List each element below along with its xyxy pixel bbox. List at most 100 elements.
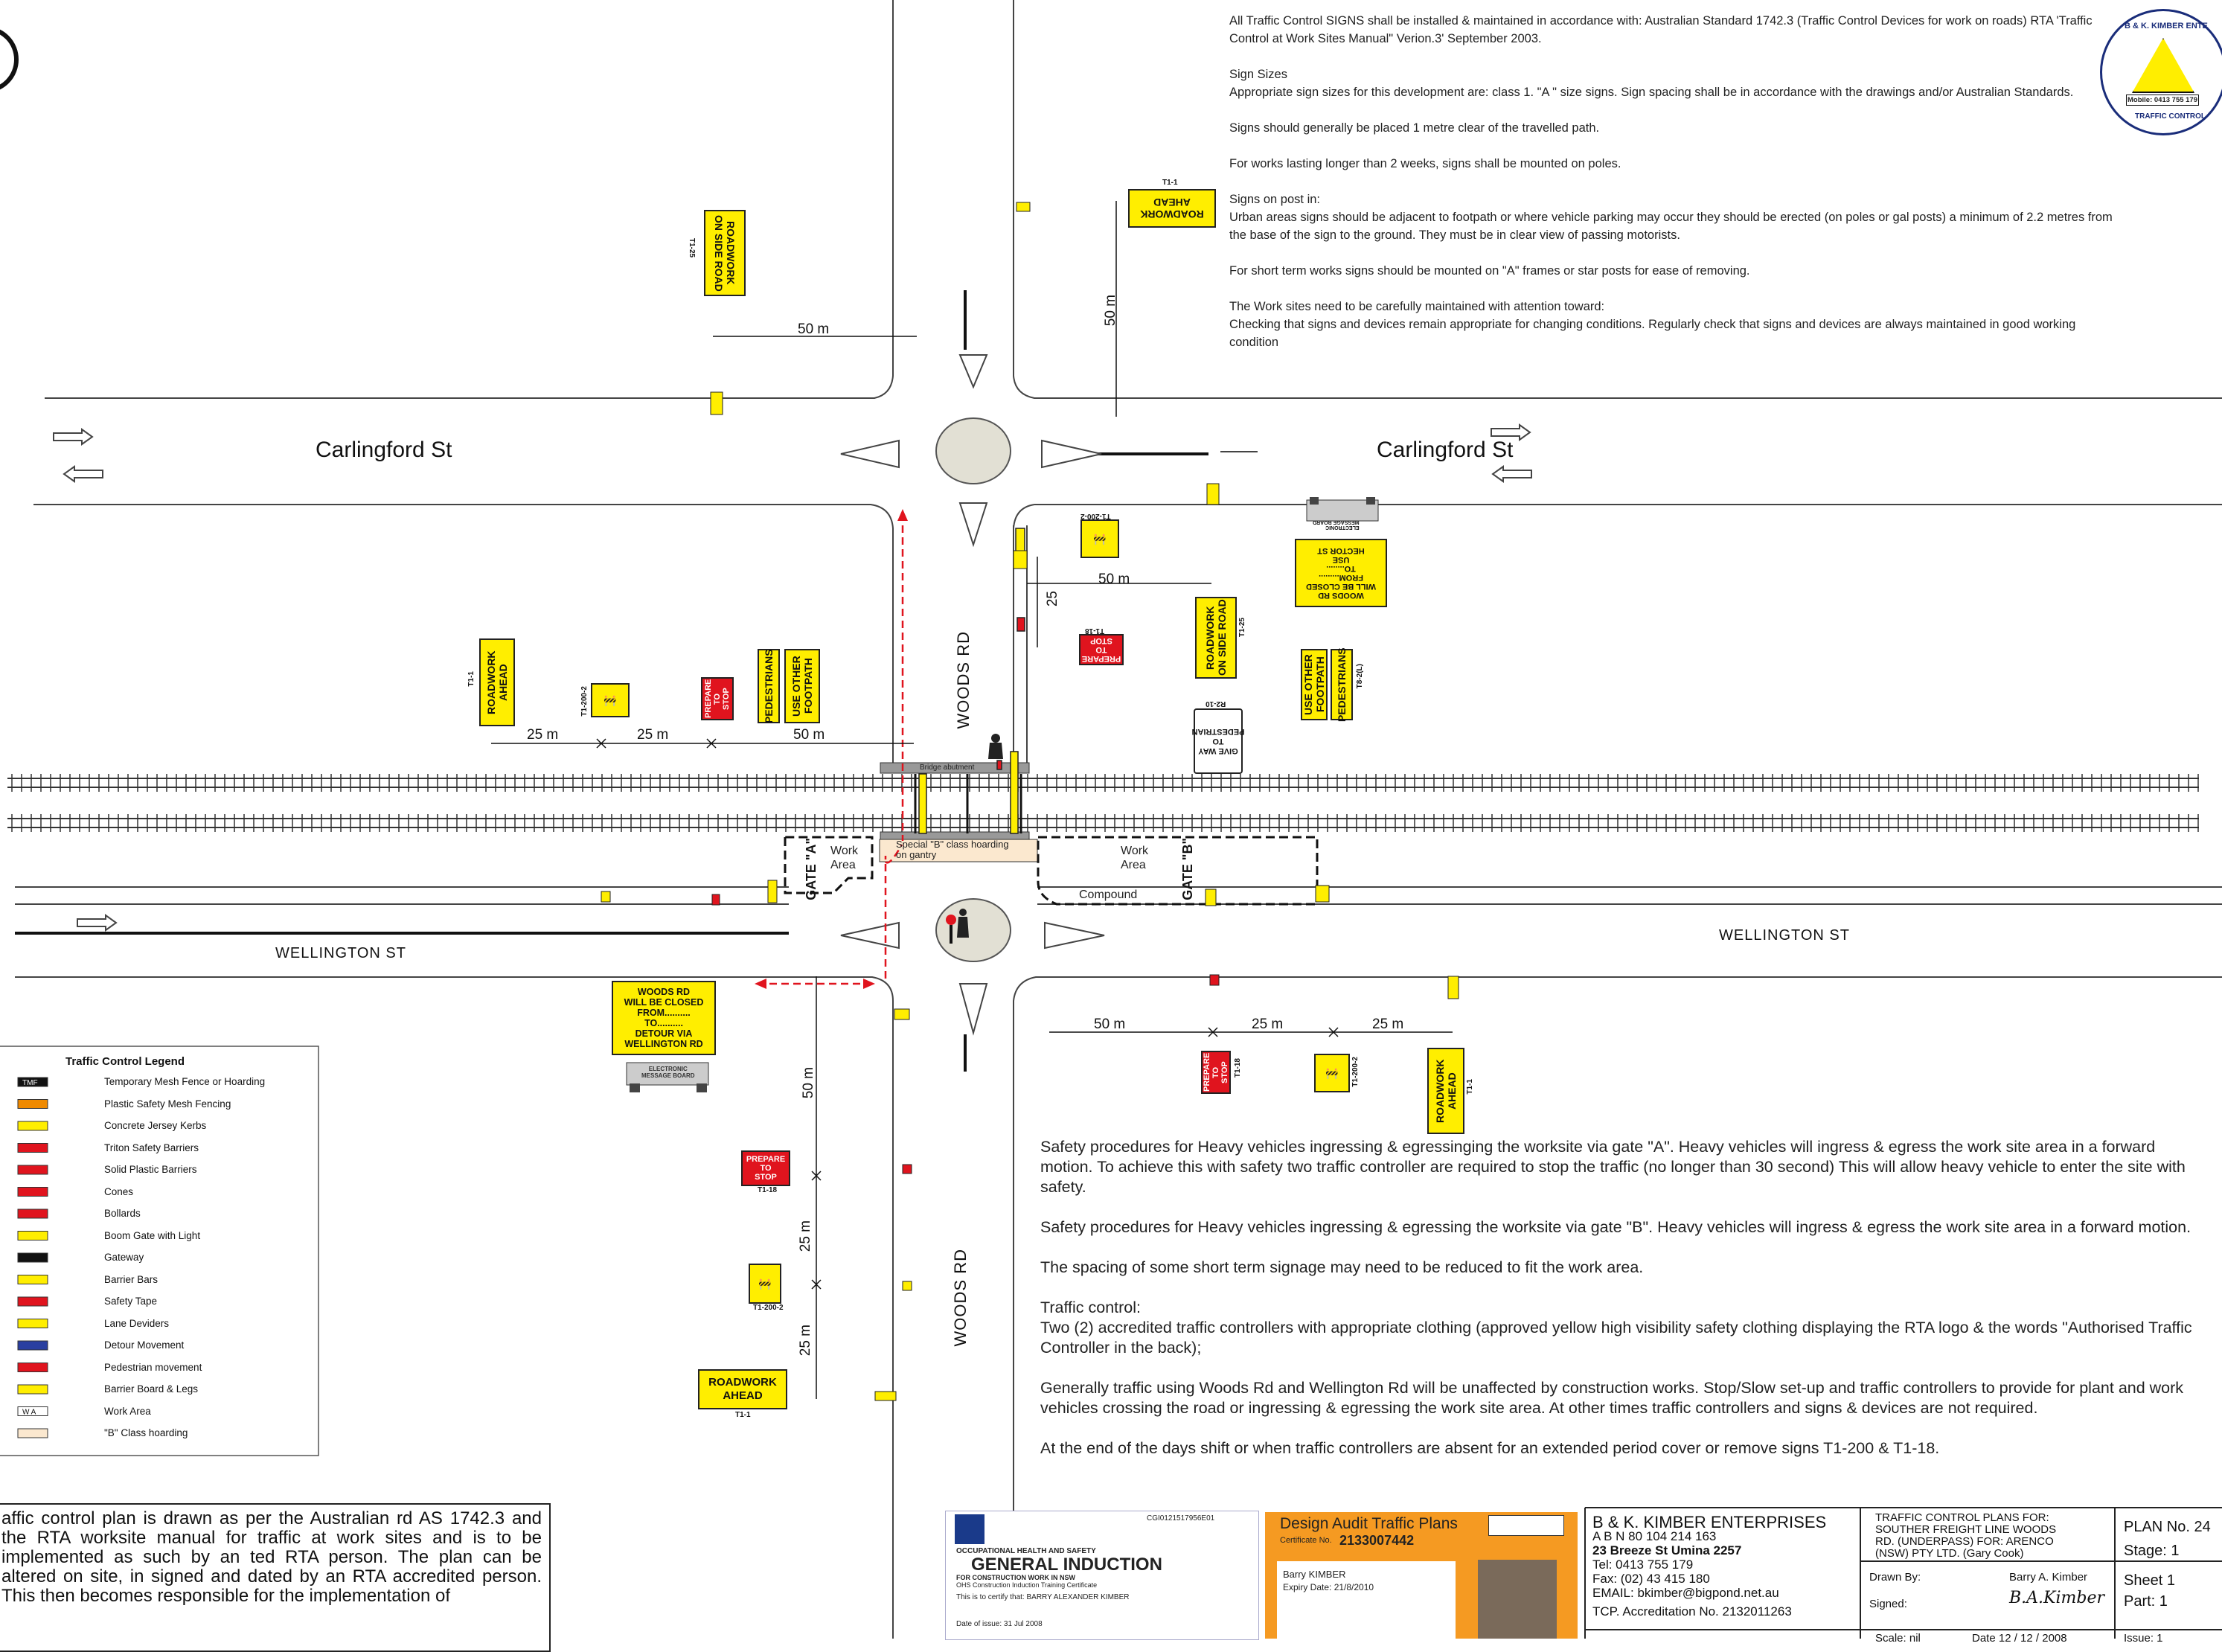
legend-item: Gateway — [104, 1252, 144, 1263]
sign-roadwork-ahead-top: ROADWORK AHEAD — [1128, 189, 1216, 228]
street-label-carlingford-left: Carlingford St — [316, 438, 452, 462]
legend-swatch — [17, 1187, 48, 1197]
procedure-gate-a: Safety procedures for Heavy vehicles ing… — [1040, 1138, 2186, 1196]
induction-certify: This is to certify that: BARRY ALEXANDER… — [956, 1593, 1130, 1601]
signed-label: Signed: — [1869, 1598, 1907, 1610]
signature-image: B.A.Kimber — [2009, 1589, 2104, 1607]
legend-title: Traffic Control Legend — [65, 1055, 185, 1068]
street-label-wellington-left: WELLINGTON ST — [275, 945, 406, 961]
induction-sub: FOR CONSTRUCTION WORK IN NSW — [956, 1574, 1075, 1581]
dim-25m-left-2: 25 m — [637, 727, 669, 743]
bridge-gantry — [879, 762, 1038, 862]
worker-icon: 🚧 — [603, 694, 617, 706]
sign-code-t1-18-lower: T1-18 — [758, 1186, 778, 1194]
street-label-woods-upper: WOODS RD — [954, 631, 973, 729]
induction-sub2: OHS Construction Induction Training Cert… — [956, 1581, 1098, 1589]
company-tcp: TCP. Accreditation No. 2132011263 — [1592, 1604, 1792, 1619]
railway-sleepers — [11, 774, 2199, 832]
sign-code-t1-200-left: T1-200-2 — [580, 686, 589, 717]
gate-a-label: GATE "A" — [804, 838, 819, 900]
sign-prepare-to-stop-mid: PREPARE TO STOP — [1079, 634, 1124, 665]
induction-title: GENERAL INDUCTION — [971, 1555, 1162, 1575]
company-name: B & K. KIMBER ENTERPRISES — [1592, 1513, 1827, 1531]
legend-swatch — [17, 1121, 48, 1131]
plan-issue: Issue: 1 — [2124, 1632, 2163, 1645]
sign-roadwork-ahead-lower: ROADWORK AHEAD — [698, 1369, 787, 1409]
legend-swatch — [17, 1077, 48, 1087]
rta-logo-icon — [1488, 1515, 1564, 1536]
legend-item: Work Area — [104, 1405, 151, 1417]
dim-50m-vertical-top: 50 m — [1103, 295, 1118, 327]
sign-prepare-to-stop-left: PREPARE TO STOP — [701, 677, 734, 720]
gates — [767, 880, 1330, 906]
sign-code-t1-25-top: T1-25 — [688, 238, 696, 258]
legend-item: Barrier Board & Legs — [104, 1383, 199, 1395]
plan-stage: Stage: 1 — [2124, 1543, 2180, 1559]
sign-pedestrians-right: PEDESTRIANS — [1331, 647, 1353, 722]
traffic-controller-figure — [946, 734, 1003, 944]
legend-swatch — [17, 1208, 48, 1219]
dimension-tick — [1328, 1027, 1339, 1037]
drawn-by-name: Barry A. Kimber — [2009, 1571, 2088, 1584]
north-arrow-circle — [0, 29, 19, 90]
audit-name: Barry KIMBER — [1283, 1569, 1346, 1580]
legend-item: Barrier Bars — [104, 1273, 159, 1285]
legend-symbol-text: W A — [22, 1409, 36, 1417]
sign-worker-symbol-mid: 🚧 — [1080, 519, 1119, 558]
sign-code-t1-18-br: T1-18 — [1234, 1058, 1242, 1078]
sign-worker-symbol-br: 🚧 — [1314, 1054, 1350, 1092]
direction-arrows — [53, 423, 1532, 932]
sign-prepare-to-stop-lower: PREPARE TO STOP — [741, 1150, 790, 1186]
legend-item: Safety Tape — [104, 1296, 158, 1307]
legend-item: Concrete Jersey Kerbs — [104, 1120, 207, 1131]
induction-date: Date of issue: 31 Jul 2008 — [956, 1620, 1043, 1628]
legend-item: Pedestrian movement — [104, 1361, 202, 1373]
worker-icon-lower: 🚧 — [758, 1278, 772, 1290]
company-details: B & K. KIMBER ENTERPRISES A B N 80 104 2… — [1592, 1513, 1827, 1619]
procedure-gate-b: Safety procedures for Heavy vehicles ing… — [1040, 1218, 2191, 1236]
jersey-kerbs — [918, 528, 1025, 834]
note-poles: For works lasting longer than 2 weeks, s… — [1229, 157, 1621, 170]
procedure-general: Generally traffic using Woods Rd and Wel… — [1040, 1379, 2184, 1417]
dim-25m-bottom-right-2: 25 m — [1372, 1017, 1404, 1032]
dim-25m-vertical-bottom-2: 25 m — [798, 1325, 813, 1357]
legend-item: Detour Movement — [104, 1339, 185, 1351]
induction-card: CGI0121517956E01 OCCUPATIONAL HEALTH AND… — [945, 1511, 1259, 1640]
badge-mobile: Mobile: 0413 755 179 — [2126, 95, 2199, 106]
company-abn: A B N 80 104 214 163 — [1592, 1529, 1717, 1543]
plan-sheet: Sheet 1 — [2124, 1572, 2175, 1589]
dim-25m-vertical-bottom-1: 25 m — [798, 1220, 813, 1252]
sign-worker-symbol-lower: 🚧 — [749, 1264, 781, 1304]
work-area-a-fence — [784, 836, 874, 894]
procedure-traffic-control: Traffic control: Two (2) accredited traf… — [1040, 1299, 2192, 1357]
message-board-label-top: ELECTRONIC MESSAGE BOARD — [1313, 519, 1360, 530]
audit-expiry: Expiry Date: 21/8/2010 — [1283, 1582, 1374, 1592]
design-audit-card: Design Audit Traffic Plans Certificate N… — [1265, 1512, 1578, 1639]
general-notes: All Traffic Control SIGNS shall be insta… — [1229, 12, 2115, 369]
legend-swatch — [17, 1099, 48, 1109]
procedure-end-of-shift: At the end of the days shift or when tra… — [1040, 1439, 1940, 1457]
dim-25m-left-1: 25 m — [527, 727, 559, 743]
company-badge-logo: B & K. KIMBER ENTE Mobile: 0413 755 179 … — [2100, 9, 2222, 135]
drawn-by-label: Drawn By: — [1869, 1571, 1921, 1584]
sign-code-r2-10: R2-10 — [1206, 699, 1226, 708]
note-clearance: Signs should generally be placed 1 metre… — [1229, 121, 1600, 135]
note-standard: All Traffic Control SIGNS shall be insta… — [1229, 14, 2093, 45]
dim-25-right: 25 — [1045, 591, 1060, 607]
procedure-spacing: The spacing of some short term signage m… — [1040, 1258, 1644, 1276]
street-label-carlingford-right: Carlingford St — [1377, 438, 1514, 462]
legend-swatch — [17, 1275, 48, 1284]
sign-prepare-to-stop-br: PREPARE TO STOP — [1201, 1051, 1231, 1094]
dimension-tick — [811, 1171, 822, 1181]
sign-code-t1-200-br: T1-200-2 — [1351, 1057, 1360, 1087]
bridge-abutment-label: Bridge abutment — [920, 763, 975, 772]
sign-roadwork-ahead-br: ROADWORK AHEAD — [1427, 1048, 1464, 1134]
legend-item: Boom Gate with Light — [104, 1229, 201, 1241]
electronic-message-board-lower — [626, 1062, 709, 1092]
sign-use-other-footpath-left: USE OTHER FOOTPATH — [784, 649, 820, 723]
dim-50m-vertical-bottom: 50 m — [801, 1067, 816, 1099]
sign-give-way-to-pedestrian: GIVE WAY TO PEDESTRIAN — [1192, 708, 1244, 774]
nsw-logo-icon — [955, 1514, 984, 1544]
